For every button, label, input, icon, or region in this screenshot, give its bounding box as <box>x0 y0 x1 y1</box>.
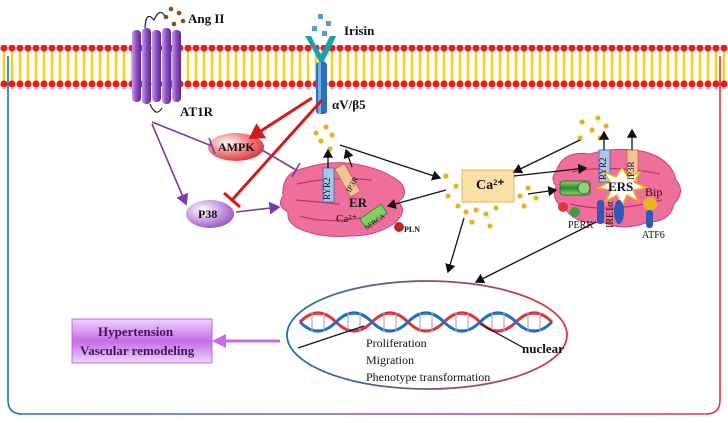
p38-label: P38 <box>198 207 218 221</box>
ire1a-label: IRE1α <box>605 201 616 228</box>
cell-border <box>7 56 721 415</box>
outcome-line2: Vascular remodeling <box>80 343 195 358</box>
ampk-label: AMPK <box>218 140 255 154</box>
calcium-to-serca-arrow <box>386 189 447 209</box>
irisin-label: Irisin <box>344 23 375 38</box>
ang2-label: Ang II <box>188 11 225 26</box>
outcome-line1: Hypertension <box>98 324 174 339</box>
irisin-ligand <box>312 14 331 36</box>
ers-channel-cap <box>577 181 591 195</box>
ampk-inhibits-er <box>261 149 297 171</box>
proliferation-label: Proliferation <box>366 336 427 350</box>
nucleus <box>286 280 568 390</box>
phenotype-label: Phenotype transformation <box>366 370 491 384</box>
ip3r-er-channel <box>334 163 361 198</box>
dna-callout-right <box>479 323 525 349</box>
integrin-label: αV/β5 <box>332 97 366 112</box>
pln-label: PLN <box>404 225 420 234</box>
ers-ca-release-arrow <box>512 139 581 174</box>
atf6-sensor <box>646 210 653 228</box>
at1r-activates-p38 <box>151 123 189 206</box>
ca-er-label: Ca²⁺ <box>336 213 358 225</box>
migration-label: Migration <box>366 353 414 367</box>
serca-pump <box>359 203 388 229</box>
calcium-to-nucleus-arrow <box>445 217 465 274</box>
nuclear-label: nuclear <box>522 341 564 356</box>
irisin-inhibits-p38 <box>230 98 324 202</box>
perk-sensor <box>597 200 604 224</box>
perk-label: PERK <box>568 220 594 231</box>
calcium-box <box>461 169 515 203</box>
ers-label: ERS <box>608 179 634 194</box>
irisin-activates-ampk <box>248 96 313 140</box>
calcium-to-ers-lower-arrow <box>527 185 558 197</box>
ryr2-er-label: RYR2 <box>322 177 332 200</box>
ryr2-ers-label: RYR2 <box>598 157 608 180</box>
at1r-receptor <box>132 11 181 113</box>
ip3r-release-arrow <box>343 148 354 168</box>
at1r-inhibits-ampk <box>151 121 213 147</box>
integrin-receptor <box>305 36 336 114</box>
atf6-label: ATF6 <box>642 230 665 241</box>
calcium-to-ers-arrow <box>513 163 588 177</box>
at1r-label: AT1R <box>180 104 213 119</box>
ers-to-nucleus-arrow <box>474 221 597 284</box>
p38-activates-er <box>235 201 281 215</box>
pln-protein <box>394 222 404 232</box>
calcium-ions <box>313 115 609 229</box>
outcome-box <box>71 318 213 364</box>
ca-center-label: Ca²⁺ <box>476 178 505 193</box>
ire1a-sensor <box>614 200 624 224</box>
cell-membrane <box>0 45 728 89</box>
er-label: ER <box>349 195 368 210</box>
er-to-calcium-arrow <box>339 144 442 181</box>
p38-node <box>186 200 234 228</box>
ip3r-ers-label: IP3R <box>626 161 636 180</box>
bip-label: Bip <box>645 185 663 199</box>
bip-chaperone <box>643 197 657 211</box>
dna-helix <box>298 311 554 333</box>
dna-callout-left <box>297 325 365 349</box>
ampk-node <box>208 133 264 161</box>
ang2-ligand <box>163 6 186 27</box>
